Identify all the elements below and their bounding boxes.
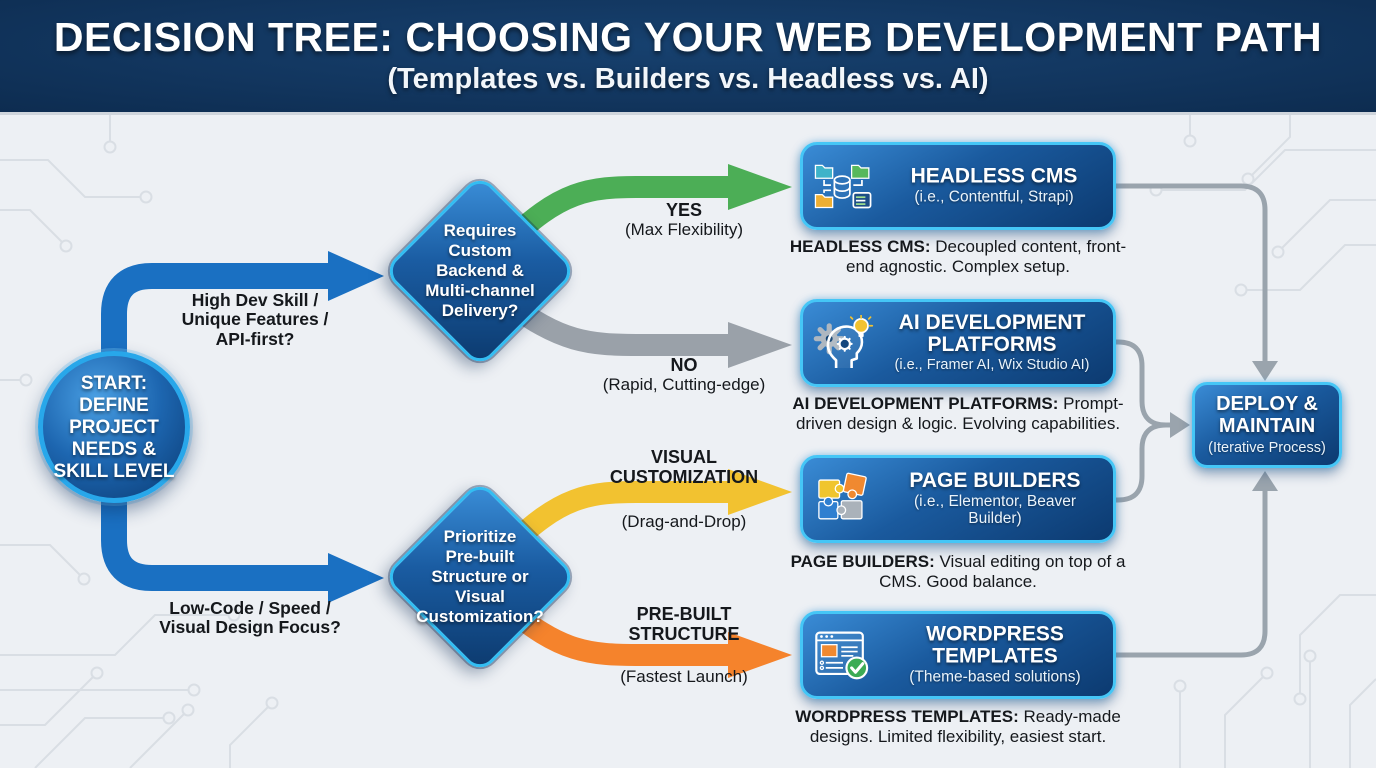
browser-check-icon bbox=[815, 631, 869, 680]
start-branch-bottom-arrowhead bbox=[328, 553, 384, 603]
outcome-ai-platforms-text: AI DEVELOPMENT PLATFORMS (i.e., Framer A… bbox=[873, 312, 1111, 374]
outcome-page-builders: PAGE BUILDERS (i.e., Elementor, Beaver B… bbox=[800, 455, 1116, 543]
deploy-top-arrowhead bbox=[1252, 361, 1278, 381]
decision-node-backend-label: Requires Custom Backend & Multi-channel … bbox=[425, 221, 535, 321]
connector-builders-to-deploy bbox=[1115, 422, 1167, 503]
edge-no-sublabel: (Rapid, Cutting-edge) bbox=[602, 375, 766, 394]
outcome-page-builders-text: PAGE BUILDERS (i.e., Elementor, Beaver B… bbox=[895, 470, 1095, 528]
edge-prebuilt-arrowhead bbox=[728, 632, 792, 678]
start-node-label: START: DEFINE PROJECT NEEDS & SKILL LEVE… bbox=[53, 373, 175, 483]
puzzle-pieces-icon bbox=[818, 472, 867, 520]
edge-yes-arrowhead bbox=[728, 164, 792, 210]
outcome-page-builders-description: PAGE BUILDERS: Visual editing on top of … bbox=[790, 552, 1126, 591]
outcome-title: HEADLESS CMS bbox=[910, 164, 1078, 188]
edge-yes-sublabel: (Max Flexibility) bbox=[624, 220, 744, 239]
start-node bbox=[38, 351, 190, 503]
database-folders-icon bbox=[814, 164, 872, 209]
edge-prebuilt-label: PRE-BUILT STRUCTURE bbox=[628, 604, 740, 644]
outcome-ai-platforms: AI DEVELOPMENT PLATFORMS (i.e., Framer A… bbox=[800, 299, 1116, 387]
connector-headless-to-deploy bbox=[1115, 183, 1268, 361]
edge-visual-arrowhead bbox=[728, 469, 792, 515]
outcome-subtitle: (i.e., Framer AI, Wix Studio AI) bbox=[894, 357, 1090, 374]
outcome-ai-platforms-description: AI DEVELOPMENT PLATFORMS: Prompt-driven … bbox=[792, 394, 1124, 433]
edge-no-label: NO bbox=[670, 355, 698, 375]
outcome-headless-cms-description: HEADLESS CMS: Decoupled content, front-e… bbox=[789, 237, 1127, 276]
branch-label-bottom: Low-Code / Speed / Visual Design Focus? bbox=[159, 598, 341, 638]
outcome-subtitle: (i.e., Contentful, Strapi) bbox=[914, 188, 1074, 206]
outcome-subtitle: (Theme-based solutions) bbox=[909, 668, 1081, 686]
page-title: DECISION TREE: CHOOSING YOUR WEB DEVELOP… bbox=[53, 13, 1323, 60]
outcome-headless-cms-text: HEADLESS CMS (i.e., Contentful, Strapi) bbox=[879, 164, 1109, 207]
deploy-subtitle: (Iterative Process) bbox=[1208, 439, 1326, 456]
edge-no-arrowhead bbox=[728, 322, 792, 368]
outcome-wordpress-templates-text: WORDPRESS TEMPLATES (Theme-based solutio… bbox=[895, 622, 1095, 687]
deploy-maintain-node: DEPLOY & MAINTAIN (Iterative Process) bbox=[1192, 382, 1342, 468]
edge-visual-sublabel: (Drag-and-Drop) bbox=[621, 512, 747, 531]
ai-head-gear-icon bbox=[813, 315, 874, 368]
start-branch-top-arrowhead bbox=[328, 251, 384, 301]
outcome-wordpress-templates: WORDPRESS TEMPLATES (Theme-based solutio… bbox=[800, 611, 1116, 699]
branch-label-top: High Dev Skill / Unique Features / API-f… bbox=[181, 290, 329, 349]
outcome-title: WORDPRESS TEMPLATES bbox=[926, 622, 1064, 668]
decision-node-structure-label: Prioritize Pre-built Structure or Visual… bbox=[416, 527, 544, 627]
outcome-title: AI DEVELOPMENT PLATFORMS bbox=[898, 311, 1086, 357]
outcome-subtitle: (i.e., Elementor, Beaver Builder) bbox=[914, 493, 1076, 528]
edge-yes-label: YES bbox=[665, 200, 703, 220]
outcome-headless-cms: HEADLESS CMS (i.e., Contentful, Strapi) bbox=[800, 142, 1116, 230]
deploy-bottom-arrowhead bbox=[1252, 471, 1278, 491]
deploy-left-arrowhead bbox=[1170, 412, 1190, 438]
diagram-canvas: START: DEFINE PROJECT NEEDS & SKILL LEVE… bbox=[0, 115, 1376, 768]
page-subtitle: (Templates vs. Builders vs. Headless vs.… bbox=[387, 63, 989, 96]
circuit-pattern-background bbox=[0, 115, 1376, 768]
edge-prebuilt-sublabel: (Fastest Launch) bbox=[620, 667, 748, 686]
outcome-wordpress-templates-description: WORDPRESS TEMPLATES: Ready-made designs.… bbox=[795, 707, 1121, 746]
header: DECISION TREE: CHOOSING YOUR WEB DEVELOP… bbox=[0, 0, 1376, 115]
deploy-title: DEPLOY & MAINTAIN bbox=[1216, 393, 1318, 437]
connector-wordpress-to-deploy bbox=[1115, 491, 1268, 658]
outcome-title: PAGE BUILDERS bbox=[909, 469, 1081, 493]
edge-visual-label: VISUAL CUSTOMIZATION bbox=[609, 447, 759, 487]
